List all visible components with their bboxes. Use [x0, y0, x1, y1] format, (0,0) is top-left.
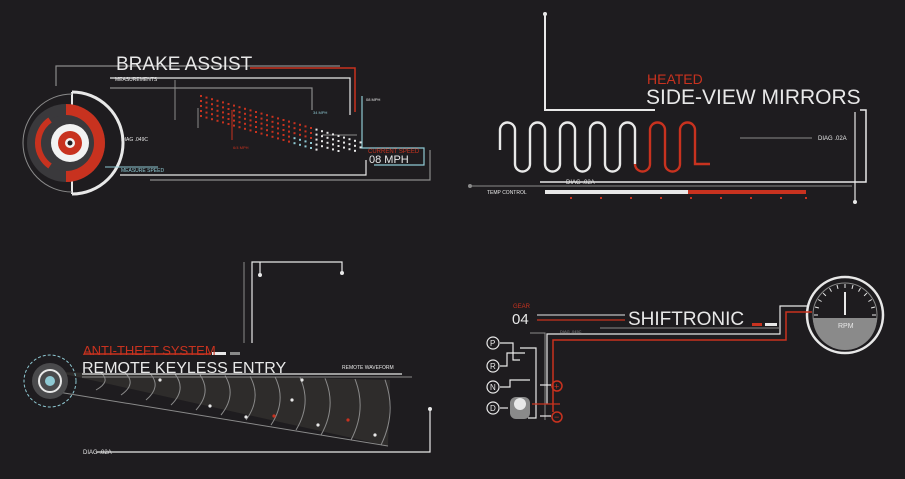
brake-title: BRAKE ASSIST — [116, 54, 253, 75]
brake-dots — [200, 95, 362, 152]
mph-c-label: 6/4 MPH — [233, 145, 249, 150]
mph-a-label: 08 MPH — [366, 97, 381, 102]
brake-gauge — [22, 90, 125, 196]
mph-b-label: 34 MPH — [313, 110, 328, 115]
measurements-label: MEASUREMENTS — [115, 77, 158, 83]
measure-speed-label: MEASURE SPEED — [121, 168, 164, 174]
current-speed-label: CURRENT SPEED — [368, 149, 420, 155]
current-speed-value: 08 MPH — [369, 154, 409, 166]
brake-diag-label: DIAG .049C — [121, 137, 148, 143]
